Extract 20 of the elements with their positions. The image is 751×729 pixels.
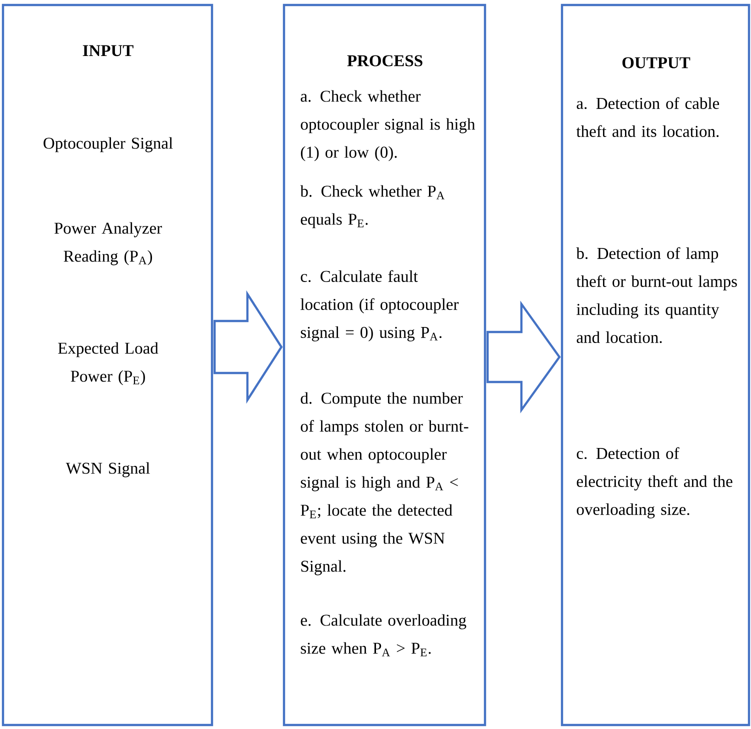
- column-box: [2, 4, 214, 726]
- item-text: b. Check whether P$_{A}$ equals P$_{E}$.: [300, 185, 445, 228]
- item-text: d. Compute the number of lamps stolen or burnt-out when optocoupler signal is high and P$_{A}$ < P$_{E}$; locate the detected event using the WSN Signal.: [300, 392, 468, 576]
- column-heading: INPUT: [82, 45, 134, 56]
- block-arrow: [214, 290, 283, 404]
- item-text: a. Detection of cable theft and its location.: [576, 97, 720, 138]
- item-text: Power Analyzer Reading (P$_{A}$): [54, 222, 162, 266]
- column-box: [282, 4, 486, 726]
- column-heading: PROCESS: [347, 55, 422, 66]
- item-text: WSN Signal: [66, 462, 150, 478]
- item-text: Expected Load Power (P$_{E}$): [58, 342, 158, 386]
- item-text: c. Detection of electricity theft and the overloading size.: [576, 447, 732, 518]
- column-heading: OUTPUT: [622, 57, 690, 68]
- item-text: Optocoupler Signal: [44, 137, 173, 152]
- block-arrow: [486, 300, 561, 414]
- item-text: e. Calculate overloading size when P$_{A}$ > P$_{E}$.: [300, 614, 466, 656]
- item-text: b. Detection of lamp theft or burnt-out lamps including its quantity and location.: [576, 247, 737, 344]
- item-text: c. Calculate fault location (if optocoupler signal = 0) using P$_{A}$.: [300, 270, 459, 342]
- column-box: [560, 4, 750, 726]
- item-text: a. Check whether optocoupler signal is high (1) or low (0).: [300, 90, 476, 162]
